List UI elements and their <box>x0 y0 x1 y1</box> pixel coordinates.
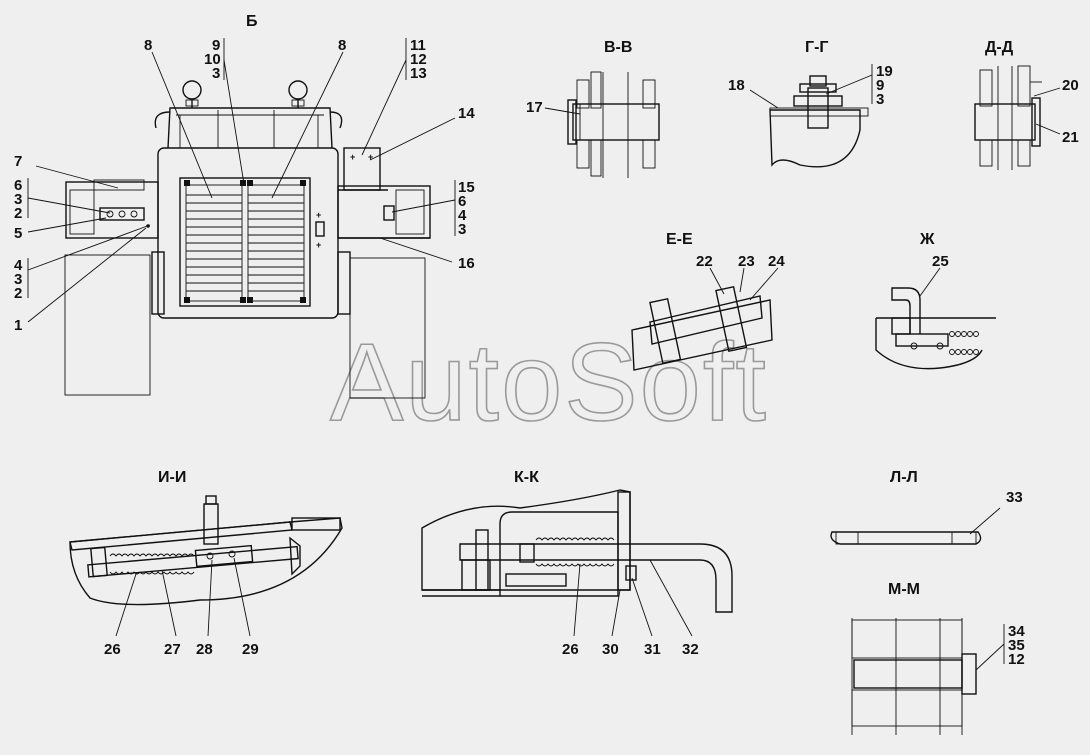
view-b-front: + + + + <box>64 80 431 399</box>
callout-32: 32 <box>682 641 699 658</box>
view-title-b: Б <box>246 13 258 30</box>
callout-20: 20 <box>1062 77 1079 94</box>
section-title-dd: Д-Д <box>985 39 1014 56</box>
callout-5: 5 <box>14 225 22 242</box>
callout-3d: 3 <box>458 221 466 238</box>
section-title-ii: И-И <box>158 469 186 486</box>
section-vv <box>544 71 660 178</box>
grille-slats-left <box>186 194 242 292</box>
svg-text:+: + <box>350 152 355 162</box>
callout-17: 17 <box>526 99 543 116</box>
callout-2b: 2 <box>14 285 22 302</box>
section-dd <box>974 65 1061 170</box>
callout-4b: 4 <box>458 207 467 224</box>
callout-13: 13 <box>410 65 427 82</box>
section-ee <box>631 267 779 371</box>
callout-3a: 3 <box>212 65 220 82</box>
callout-31: 31 <box>644 641 661 658</box>
callout-14: 14 <box>458 105 475 122</box>
callout-12b: 12 <box>1008 651 1025 668</box>
callout-12a: 12 <box>410 51 427 68</box>
callout-1: 1 <box>14 317 22 334</box>
section-title-vv: В-В <box>604 39 632 56</box>
callout-3b: 3 <box>14 191 22 208</box>
svg-text:+: + <box>316 210 321 220</box>
callout-29: 29 <box>242 641 259 658</box>
callout-6b: 6 <box>458 193 466 210</box>
callout-3e: 3 <box>876 91 884 108</box>
spring-coils-ii <box>109 553 195 575</box>
section-ii <box>69 495 343 637</box>
callout-11: 11 <box>410 37 426 54</box>
section-title-mm: М-М <box>888 581 920 598</box>
callout-27: 27 <box>164 641 181 658</box>
callout-8b: 8 <box>338 37 346 54</box>
callout-9b: 9 <box>876 77 884 94</box>
callout-15: 15 <box>458 179 475 196</box>
callout-8a: 8 <box>144 37 152 54</box>
callout-28: 28 <box>196 641 213 658</box>
callout-23: 23 <box>738 253 755 270</box>
view-title-zh: Ж <box>919 231 935 248</box>
section-mm <box>851 618 1005 735</box>
callout-3c: 3 <box>14 271 22 288</box>
callout-21: 21 <box>1062 129 1079 146</box>
grille-slats-right <box>248 194 304 292</box>
callout-9a: 9 <box>212 37 220 54</box>
callout-10: 10 <box>204 51 221 68</box>
callout-19: 19 <box>876 63 893 80</box>
spring-coils-kk <box>535 537 615 567</box>
svg-text:+: + <box>368 152 373 162</box>
svg-text:+: + <box>316 240 321 250</box>
callout-18: 18 <box>728 77 745 94</box>
callout-22: 22 <box>696 253 713 270</box>
watermark-text: AutoSoft <box>330 321 768 444</box>
callout-24: 24 <box>768 253 785 270</box>
callout-6a: 6 <box>14 177 22 194</box>
callout-35: 35 <box>1008 637 1025 654</box>
section-ll <box>830 507 1001 545</box>
callout-34: 34 <box>1008 623 1025 640</box>
view-b-leaders <box>27 38 456 323</box>
spring-coils-zh <box>949 331 979 355</box>
callout-26b: 26 <box>562 641 579 658</box>
callout-2a: 2 <box>14 205 22 222</box>
section-title-gg: Г-Г <box>805 39 828 56</box>
callout-26a: 26 <box>104 641 121 658</box>
section-gg <box>749 64 873 168</box>
callout-7: 7 <box>14 153 22 170</box>
callout-33: 33 <box>1006 489 1023 506</box>
section-kk <box>421 489 733 637</box>
callout-25: 25 <box>932 253 949 270</box>
callout-16: 16 <box>458 255 475 272</box>
section-title-kk: К-К <box>514 469 539 486</box>
callout-4a: 4 <box>14 257 23 274</box>
section-title-ee: Е-Е <box>666 231 693 248</box>
view-zh <box>875 267 996 370</box>
callout-30: 30 <box>602 641 619 658</box>
section-title-ll: Л-Л <box>890 469 918 486</box>
